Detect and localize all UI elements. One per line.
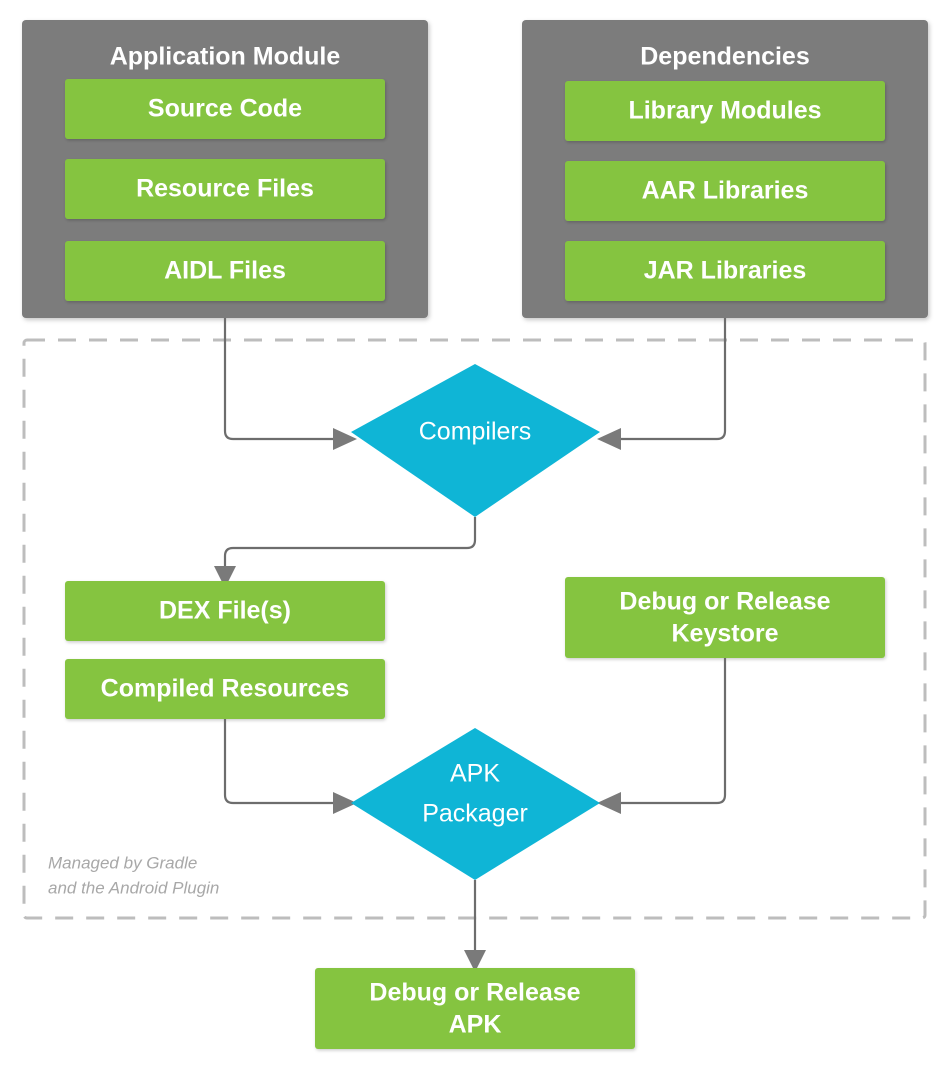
compiled-resources-box <box>65 659 385 719</box>
dex-files-label: DEX File(s) <box>159 597 291 625</box>
resource-files-label: Resource Files <box>136 175 314 203</box>
connector-packager-to-output-apk <box>464 880 486 972</box>
keystore-label-line1: Debug or Release <box>619 588 830 616</box>
aidl-files-box <box>65 241 385 301</box>
application-module-title: Application Module <box>110 43 341 71</box>
arrow-head-into-output-apk <box>464 950 486 972</box>
node-dex-files: DEX File(s) <box>65 581 385 641</box>
source-code-label: Source Code <box>148 95 302 123</box>
node-jar-libraries: JAR Libraries <box>565 241 885 301</box>
process-apk-packager: APK Packager <box>351 728 600 880</box>
connector-compiled-resources-to-packager <box>223 719 357 814</box>
node-library-modules: Library Modules <box>565 81 885 141</box>
keystore-box <box>565 577 885 658</box>
compilers-diamond <box>351 364 600 517</box>
output-apk-label-line1: Debug or Release <box>369 979 580 1007</box>
compilers-label: Compilers <box>419 418 532 446</box>
compiled-resources-label: Compiled Resources <box>101 675 350 703</box>
keystore-label-line2: Keystore <box>672 620 779 648</box>
jar-libraries-box <box>565 241 885 301</box>
arrow-head-into-packager-right <box>597 792 621 814</box>
connector-app-module-to-compilers <box>223 318 357 450</box>
node-aar-libraries: AAR Libraries <box>565 161 885 221</box>
node-resource-files: Resource Files <box>65 159 385 219</box>
library-modules-label: Library Modules <box>628 97 821 125</box>
arrow-head-into-compilers-left <box>333 428 357 450</box>
group-dependencies: Dependencies Library Modules AAR Librari… <box>522 20 928 318</box>
connector-keystore-to-packager <box>597 658 727 814</box>
arrow-head-into-compilers-right <box>597 428 621 450</box>
note-line-1: Managed by Gradle <box>48 853 197 872</box>
source-code-box <box>65 79 385 139</box>
aidl-files-label: AIDL Files <box>164 257 286 285</box>
node-source-code: Source Code <box>65 79 385 139</box>
process-compilers: Compilers <box>351 364 600 517</box>
jar-libraries-label: JAR Libraries <box>644 257 807 285</box>
library-modules-box <box>565 81 885 141</box>
arrow-head-into-packager-left <box>333 792 357 814</box>
aar-libraries-label: AAR Libraries <box>642 177 809 205</box>
output-apk-box <box>315 968 635 1049</box>
arrow-head-into-dex-files <box>214 566 236 588</box>
dex-files-box <box>65 581 385 641</box>
connector-compilers-to-dex <box>214 517 477 588</box>
node-keystore: Debug or Release Keystore <box>565 577 885 658</box>
apk-packager-label-line1: APK <box>450 760 500 788</box>
apk-packager-diamond <box>351 728 600 880</box>
connector-dependencies-to-compilers <box>597 318 727 450</box>
managed-by-gradle-note: Managed by Gradle and the Android Plugin <box>48 853 219 897</box>
output-apk-label-line2: APK <box>449 1011 502 1039</box>
note-line-2: and the Android Plugin <box>48 878 219 897</box>
node-compiled-resources: Compiled Resources <box>65 659 385 719</box>
node-output-apk: Debug or Release APK <box>315 968 635 1049</box>
dependencies-title: Dependencies <box>640 43 810 71</box>
group-application-module: Application Module Source Code Resource … <box>22 20 428 318</box>
aar-libraries-box <box>565 161 885 221</box>
resource-files-box <box>65 159 385 219</box>
apk-packager-label-line2: Packager <box>422 800 528 828</box>
node-aidl-files: AIDL Files <box>65 241 385 301</box>
